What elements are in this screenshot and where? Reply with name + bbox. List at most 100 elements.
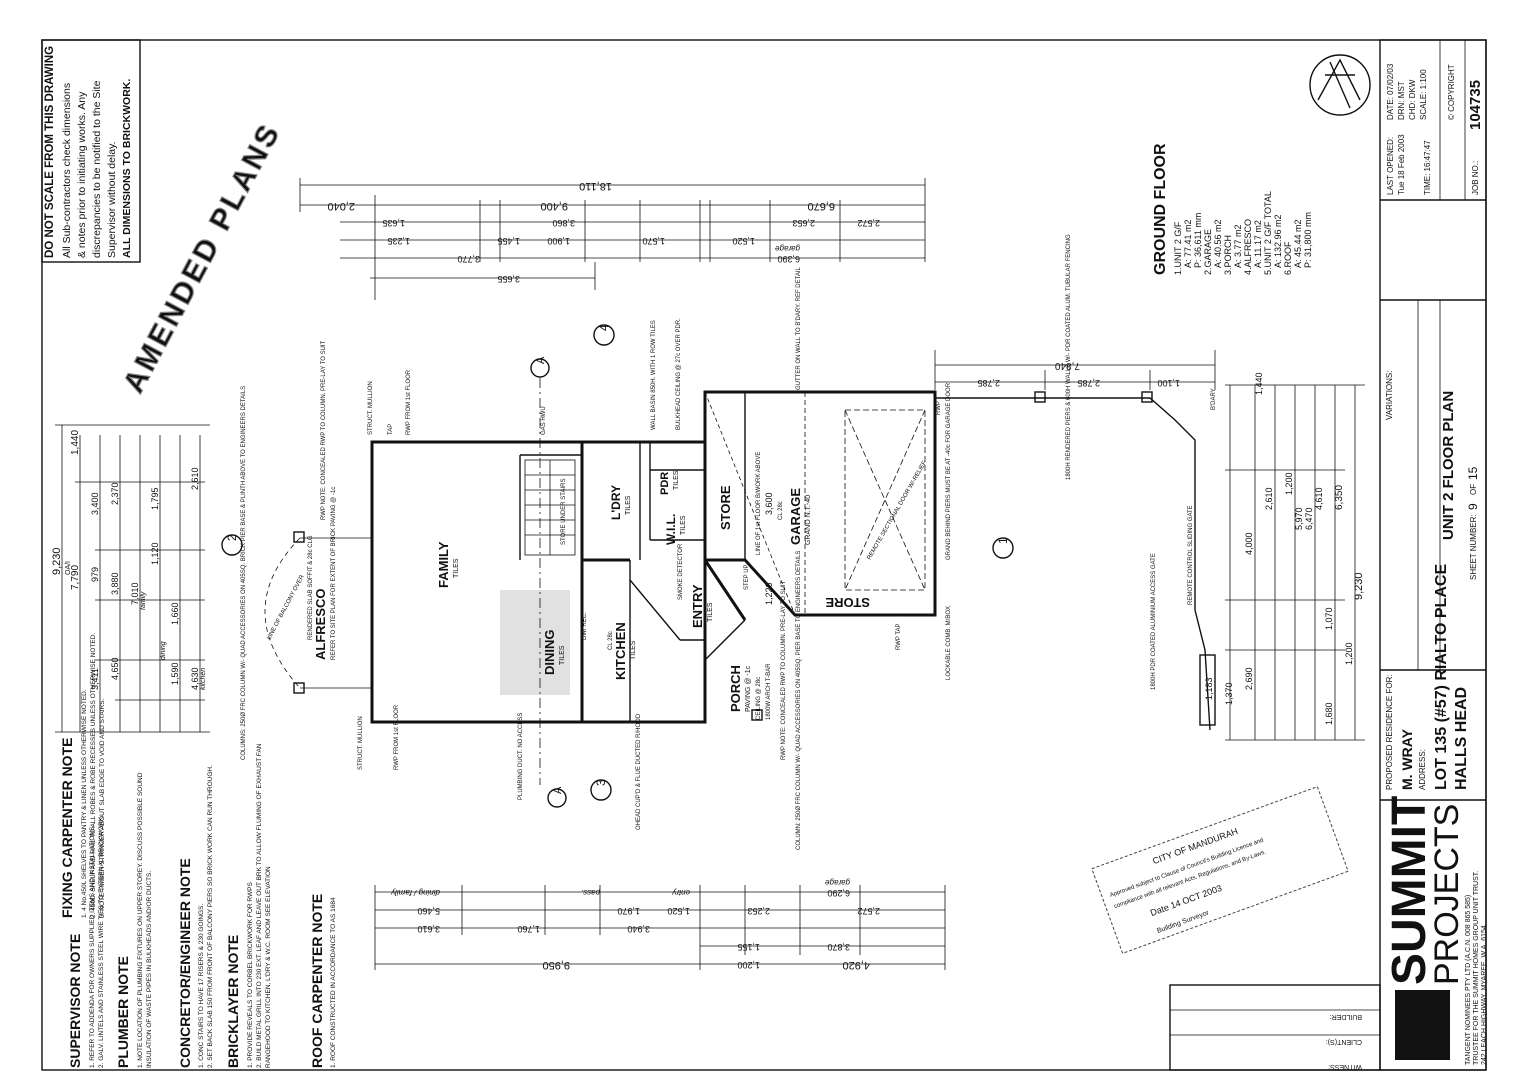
tb-company-line3: 242 LEACH HIGHWAY, MYAREE, W.A. 6154. (1481, 923, 1488, 1065)
dim-left-kitchen: kitchen (200, 668, 207, 690)
room-pdr: PDR (659, 472, 671, 495)
dim-left-d3: 3,411 (90, 668, 100, 690)
dim-top-garage-label: garage (775, 244, 800, 253)
tb-company-line1: TANGENT NOMINEES PTY LTD (A.C.N. 008 865… (1465, 895, 1472, 1065)
note-rwp-floor-2: RWP FROM 1st FLOOR (394, 704, 400, 770)
dim-bottom-d6: 3,940 (627, 924, 650, 934)
note-bdary: B'DARY (1211, 388, 1217, 410)
room-laundry-sub: TILES (625, 495, 632, 515)
room-alfresco: ALFRESCO (313, 589, 328, 661)
dim-left-d11: 1,795 (150, 487, 160, 510)
dim-left-d6: 4,650 (110, 657, 120, 680)
note-heading-concretor: CONCRETOR/ENGINEER NOTE (177, 858, 193, 1068)
dim-left-d8: 3,880 (110, 572, 120, 595)
note-cl28c-2: CL 28c (778, 501, 784, 520)
dim-left-d1: 7,790 (70, 565, 81, 590)
dim-top-d3: 6,670 (807, 200, 835, 212)
plan-annotations: LINE OF BALCONY OVER RENDERED SLAB SOFFI… (241, 234, 1217, 850)
tb-address-2: HALLS HEAD (1453, 687, 1470, 790)
callout-3: 3 (594, 779, 608, 786)
dimensions-top: 18,110 2,040 9,400 6,670 1,635 3,860 1,5… (299, 178, 926, 300)
dim-top-r7: 2,572 (857, 218, 880, 228)
kitchen-wet-area (580, 440, 707, 724)
tb-sheet-label: SHEET NUMBER: (1469, 514, 1478, 580)
dim-top-r8: 1,635 (382, 218, 405, 228)
dim-left-dining: dining (160, 641, 167, 660)
dim-top-r9: 1,235 (387, 236, 410, 246)
note-sliding-gate: REMOTE CONTROL SLIDING GATE (1188, 505, 1194, 605)
note-struct-1: STRUCT. MULLION (368, 381, 374, 435)
tb-sheet-of: OF (1469, 484, 1478, 495)
section-a-top: A (535, 356, 547, 364)
warning-box (41, 39, 141, 263)
dim-top-d2: 9,400 (540, 200, 568, 212)
note-garage-door: REMOTE SECTIONAL DOOR W/-RELIEF (867, 460, 929, 561)
tb-scale: SCALE: 1:100 (1419, 69, 1428, 120)
garage-door-zone (844, 409, 926, 591)
note-bulkhead: BULKHEAD CEILING @ 27c OVER PDR. (676, 318, 682, 430)
dim-left-d15: 1,660 (170, 602, 180, 625)
note-slab: RENDERED SLAB SOFFIT & 28c CLG (308, 535, 314, 640)
note-plumbing-duct: PLUMBING DUCT. NO ACCESS (518, 713, 524, 800)
dim-right-d12: 1,200 (1284, 472, 1294, 495)
room-family-sub: TILES (453, 558, 460, 578)
dim-left-d9: 2,370 (110, 482, 120, 505)
dim-bottom-overall: 9,950 (542, 959, 570, 971)
tb-company-line2: TRUSTEE FOR THE SUMMIT HOMES GROUP UNIT … (1473, 871, 1480, 1065)
note-roof-line1: 1. ROOF CONSTRUCTED IN ACCORDANCE TO AS … (330, 897, 337, 1068)
note-fixing-line1: 1. 4 No.450L SHELVES TO PANTRY & LINEN U… (81, 689, 88, 918)
dim-right-d4: 1,440 (1254, 372, 1264, 395)
dim-left-d10: 1,120 (150, 542, 160, 565)
note-columns: COLUMNS: 250Ø FRC COLUMN W/- QUAD ACCESS… (241, 386, 247, 760)
note-struct-2: STRUCT. MULLION (358, 716, 364, 770)
dim-top-r10: 1,455 (497, 236, 520, 246)
note-fixing-line3: 3. NOTE TIMBER STRINGER ABOUT SLAB EDGE … (99, 698, 106, 918)
note-heading-roof: ROOF CARPENTER NOTE (309, 894, 325, 1068)
room-entry-sub: TILES (707, 602, 714, 622)
note-step-up: STEP UP (744, 564, 750, 590)
dim-left-d12: 2,610 (190, 467, 200, 490)
room-dining: DINING (542, 630, 557, 676)
callout-2: 2 (225, 534, 239, 541)
warning-line4: discrepancies to be notified to the Site (91, 80, 103, 258)
tb-job-no: 104735 (1467, 80, 1484, 130)
room-labels: FAMILY TILES DINING TILES KITCHEN TILES … (313, 470, 870, 712)
note-heading-plumber: PLUMBER NOTE (115, 956, 131, 1068)
note-line-floor: LINE OF 1st FLOOR B/WORK ABOVE (756, 452, 762, 555)
room-pdr-sub: TILES (673, 470, 680, 490)
dim-right-d5: 9,230 (1353, 572, 1365, 600)
room-wil-sub: TILES (680, 515, 687, 535)
warning-line2: All Sub-contractors check dimensions (61, 83, 73, 258)
dim-right-d20: 1,200 (1344, 642, 1354, 665)
note-plumber-line1: 1. NOTE LOCATION OF PLUMBING FIXTURES ON… (137, 772, 144, 1068)
dim-right-d18: 3,600 (764, 492, 774, 515)
area-item-3: 2.GARAGE (1203, 229, 1213, 275)
note-heading-supervisor: SUPERVISOR NOTE (67, 934, 83, 1068)
dim-top-r1: 3,655 (497, 274, 520, 284)
room-kitchen-sub: TILES (630, 640, 637, 660)
note-fixing-line2: 2. 450D. SHELF AND RAIL TO ALL ROBES & R… (90, 633, 97, 918)
tb-address-1: LOT 135 (#57) RIALTO PLACE (1433, 564, 1450, 790)
tb-company: SUMMIT (1383, 796, 1436, 985)
dim-right-d3: 1,100 (1157, 378, 1180, 388)
area-item-6: A: 3.77 m2 (1233, 224, 1243, 268)
tb-copyright: © COPYRIGHT (1447, 64, 1456, 120)
note-gutter: GUTTER ON WALL TO B'DARY. REF DETAIL (796, 266, 802, 390)
dim-right-d11: 2,610 (1264, 487, 1274, 510)
room-laundry: L'DRY (609, 485, 623, 520)
tb-drn: DRN: MST (1397, 81, 1406, 120)
dim-right-d13: 1,070 (1324, 607, 1334, 630)
tb-company-2: PROJECTS (1428, 804, 1466, 985)
dim-right-d1: 2,785 (977, 378, 1000, 388)
note-heading-fixing: FIXING CARPENTER NOTE (59, 738, 75, 918)
dim-right-d2: 2,785 (1077, 378, 1100, 388)
area-item-12: A: 45.44 m2 (1293, 219, 1303, 268)
note-dw-rec: DW/ REC. (582, 612, 588, 640)
north-arrow-icon (1309, 54, 1371, 116)
dim-top-r2: 3,770 (457, 254, 480, 264)
note-gas-hwu: GAS HWU (541, 406, 547, 435)
dimensions-left: 9,230 OA/I 7,790 1,440 3,411 979 3,400 4… (51, 424, 210, 733)
floor-plan (264, 378, 1216, 785)
room-alfresco-sub: REFER TO SITE PLAN FOR EXTENT OF BRICK P… (331, 487, 337, 660)
